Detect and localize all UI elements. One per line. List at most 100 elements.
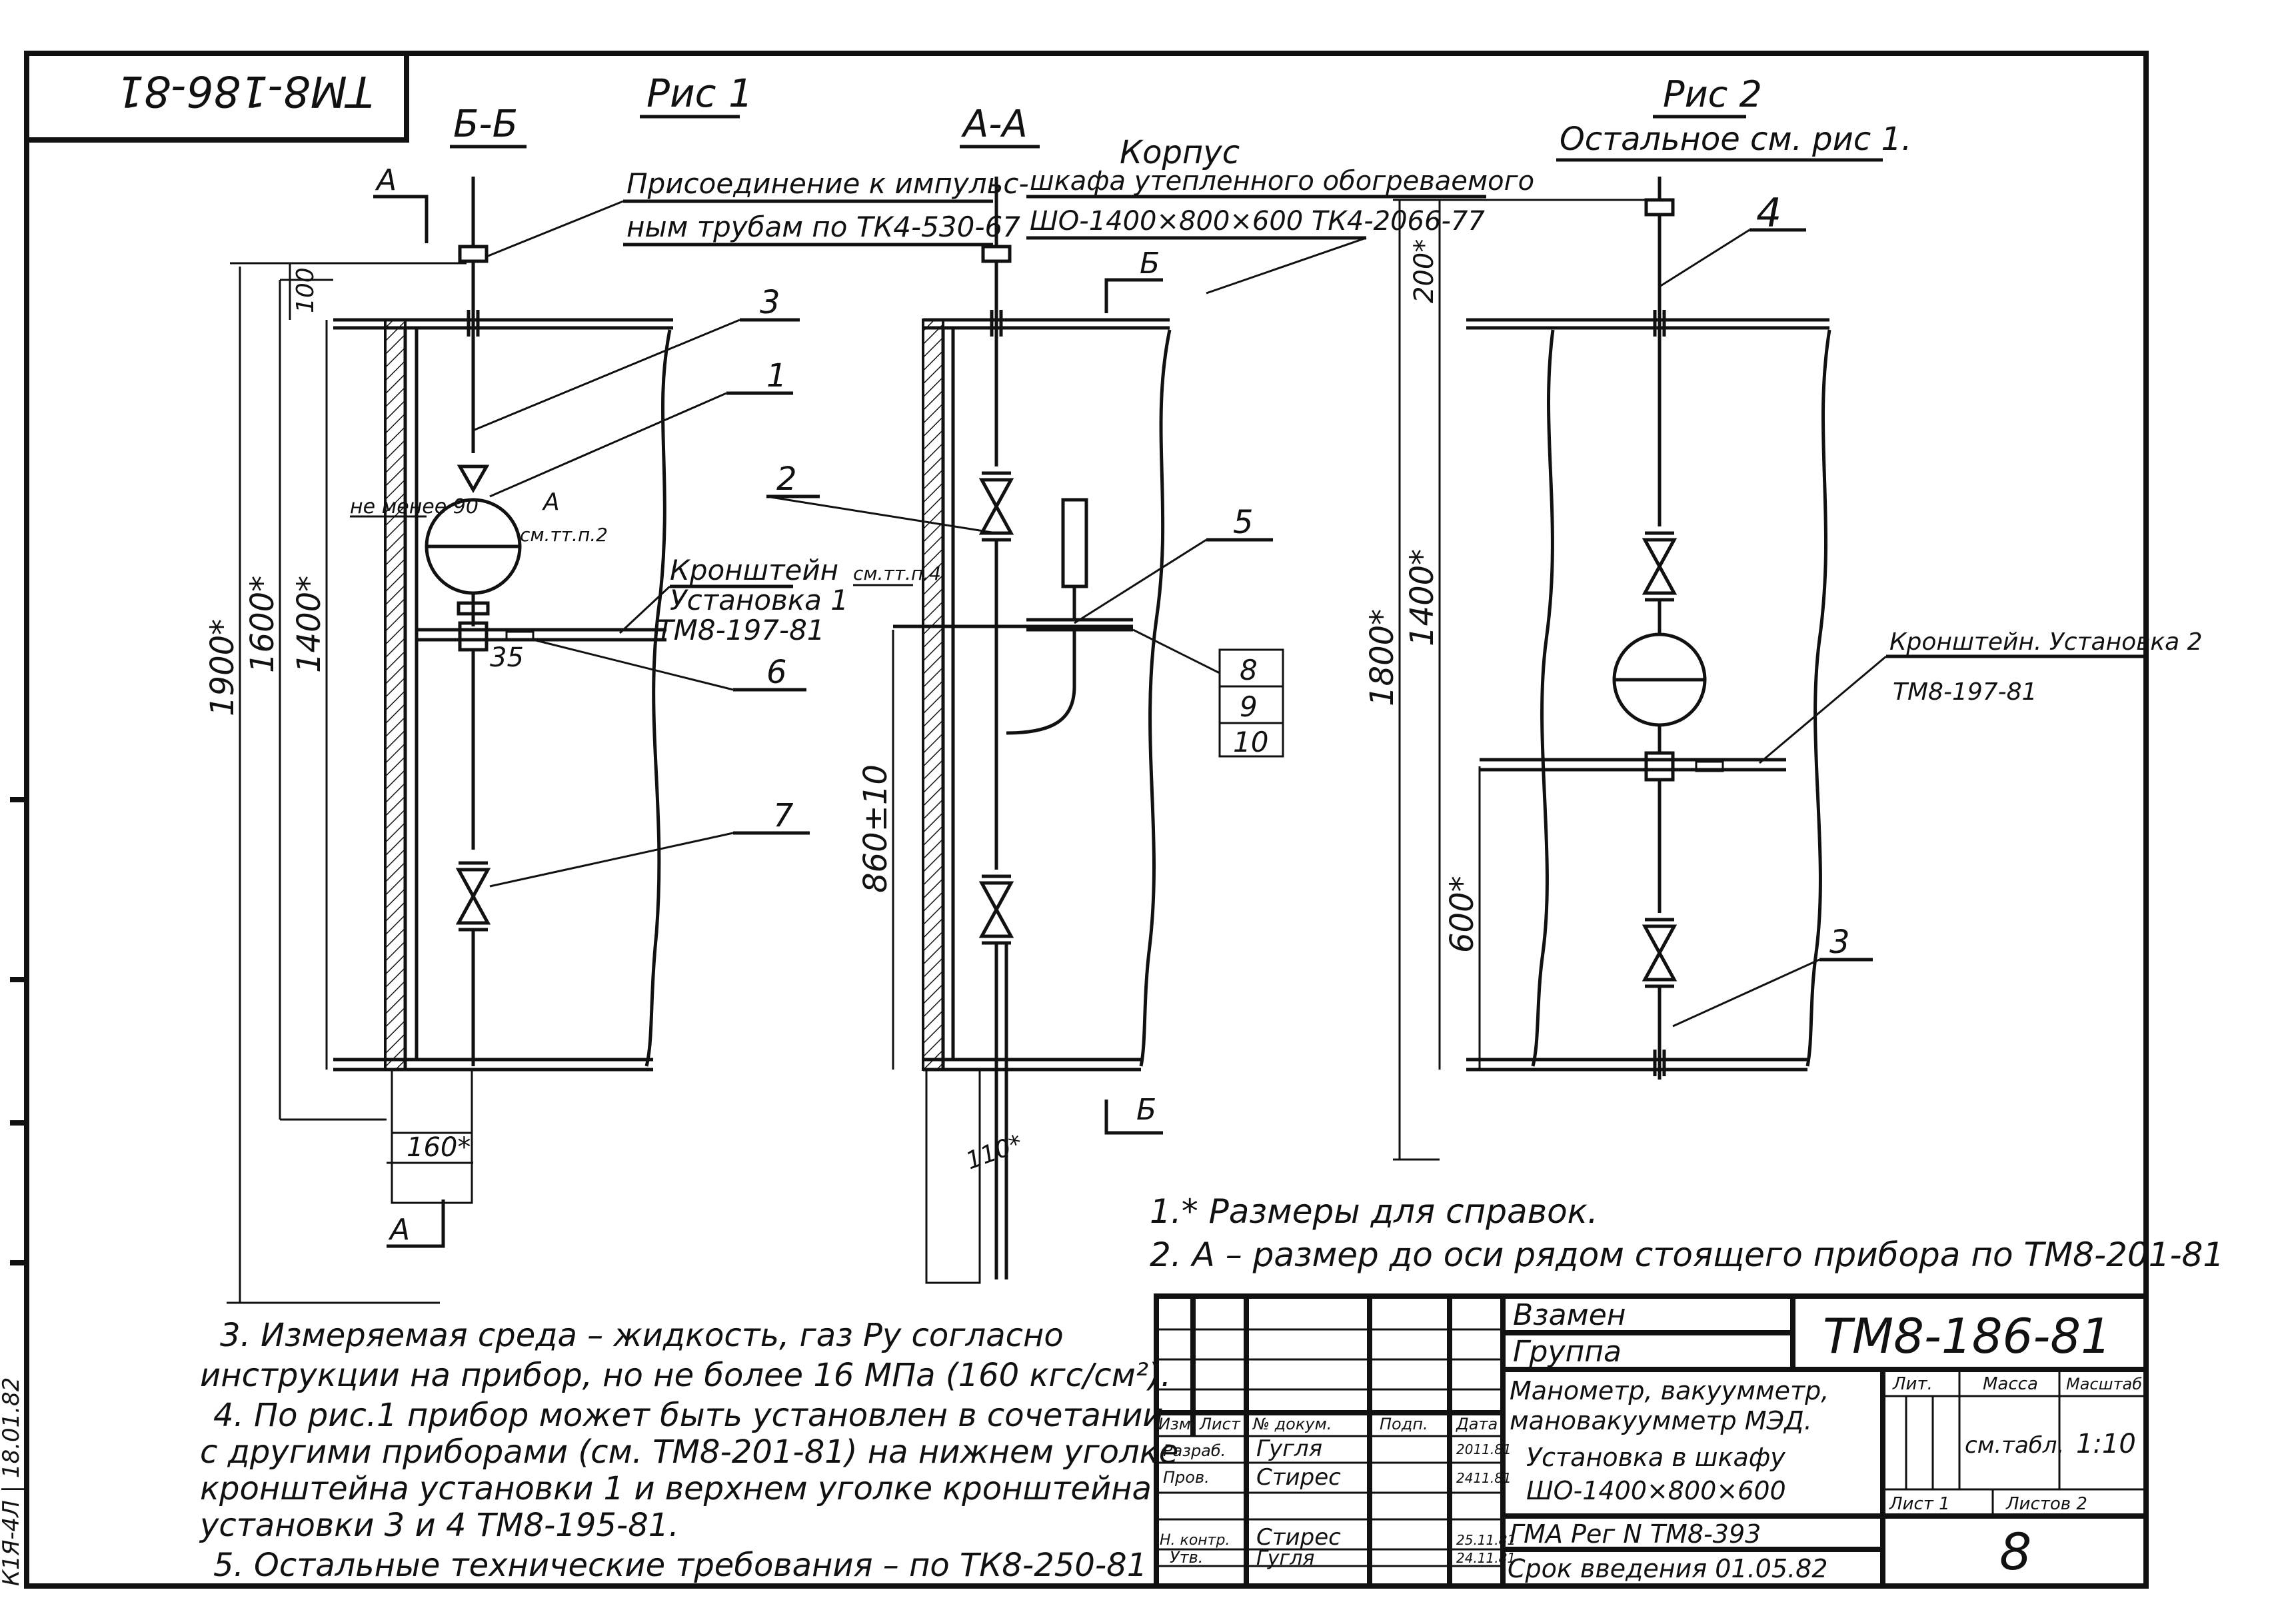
title-block: Изм Лист № докум. Подп. Дата Разраб. Про…: [1154, 1293, 2149, 1589]
col-list: Лист: [1199, 1415, 1241, 1433]
callout-9: 9: [1240, 690, 1258, 723]
callout-8: 8: [1240, 654, 1258, 686]
col-ndoc: № докум.: [1252, 1415, 1332, 1433]
tb-list: Лист 1: [1889, 1494, 1950, 1514]
fig1-title: Рис 1: [646, 71, 753, 116]
fig2: Рис 2 Остальное см. рис 1. Кронште: [1364, 73, 2203, 1161]
cut-b-bottom: Б: [1136, 1093, 1156, 1127]
dim-160: 160*: [407, 1132, 471, 1163]
gauge-side-fig1: [1061, 498, 1088, 588]
callout-5: 5: [1233, 504, 1254, 541]
fig2-bracket-1: Кронштейн. Установка 2: [1889, 628, 2203, 656]
note-4-4: установки 3 и 4 ТМ8-195-81.: [199, 1507, 679, 1544]
tb-lit: Лит.: [1892, 1374, 1933, 1394]
dim-200: 200*: [1409, 239, 1440, 303]
tb-name-4: ШО-1400×800×600: [1526, 1476, 1786, 1505]
note-4-3: кронштейна установки 1 и верхнем уголке …: [200, 1470, 1152, 1507]
dim-600: 600*: [1444, 876, 1481, 953]
col-izm: Изм: [1158, 1415, 1191, 1433]
col-data: Дата: [1456, 1415, 1498, 1433]
tb-sheet-no: 8: [1999, 1522, 2031, 1581]
a-dim-label: А: [542, 488, 560, 516]
bracket-label-1: Кронштейн: [670, 554, 838, 586]
cut-b-top: Б: [1140, 247, 1160, 281]
stamp-code: ТМ8-186-81: [117, 66, 373, 115]
fig1-section-bb: Рис 1 Б-Б А А: [204, 71, 1029, 1304]
fig1-dimensions: 1900* 1600* 1400* 100 35 160*: [204, 262, 524, 1304]
row-nkontr: Н. контр.: [1160, 1532, 1230, 1549]
tb-listov: Листов 2: [2005, 1494, 2087, 1514]
connection-note-1: Присоединение к импульс-: [626, 167, 1029, 200]
row-utv: Утв.: [1170, 1548, 1203, 1567]
side-stamp: К1Я-4Л | 18.01.82: [0, 1377, 25, 1586]
a-dim-ref: см.тт.п.2: [520, 524, 608, 546]
note-1: 1.* Размеры для справок.: [1150, 1192, 1598, 1231]
note-3-1: 3. Измеряемая среда – жидкость, газ Pу с…: [220, 1317, 1064, 1354]
note-5: 5. Остальные технические требования – по…: [213, 1547, 1147, 1584]
tb-scale-val: 1:10: [2076, 1429, 2136, 1459]
name-nkontr: Стирес: [1256, 1524, 1341, 1551]
housing-label-3: ШО-1400×800×600 ТК4-2066-77: [1030, 206, 1485, 237]
tb-srok: Срок введения 01.05.82: [1508, 1554, 1827, 1583]
left-margin-ticks: [10, 797, 27, 1265]
dim-1600: 1600*: [244, 576, 281, 673]
callout-6: 6: [766, 654, 787, 691]
callout-7: 7: [773, 797, 794, 834]
stamp-box: ТМ8-186-81: [24, 51, 409, 143]
callout-3: 3: [760, 284, 780, 321]
vzamen: Взамен: [1513, 1298, 1626, 1332]
dim-1800: 1800*: [1364, 609, 1401, 706]
note-2: 2. А – размер до оси рядом стоящего приб…: [1150, 1235, 2224, 1274]
row-prov: Пров.: [1163, 1468, 1210, 1487]
tb-reg: ГМА Рег N ТМ8-393: [1510, 1519, 1761, 1549]
row-razrab: Разраб.: [1163, 1441, 1226, 1460]
dim-860: 860±10: [857, 764, 894, 893]
name-razrab: Гугля: [1256, 1435, 1322, 1462]
callout-1: 1: [766, 357, 787, 395]
fig2-bracket-2: ТМ8-197-81: [1893, 678, 2037, 706]
sm-ref-4: см.тт.п.4: [853, 562, 941, 584]
note-3-2: инструкции на прибор, но не более 16 МПа…: [200, 1357, 1171, 1394]
cut-a-top: А: [375, 163, 397, 197]
name-prov: Стирес: [1256, 1464, 1341, 1491]
not-less-90: не менее 90: [350, 495, 479, 518]
tb-name-2: мановакуумметр МЭД.: [1510, 1406, 1812, 1435]
bracket-label-2: Установка 1: [670, 584, 848, 616]
tb-massa-val: см.табл.: [1965, 1432, 2064, 1459]
cut-a-bottom: А: [388, 1213, 410, 1247]
date-prov: 2411.81: [1456, 1470, 1512, 1486]
callout-4: 4: [1756, 190, 1781, 237]
gruppa: Группа: [1513, 1335, 1622, 1369]
section-aa-label: А-А: [961, 103, 1028, 146]
housing-label-1: Корпус: [1120, 134, 1240, 171]
tb-masshtab: Масштаб: [2066, 1375, 2142, 1393]
dim-110: 110*: [962, 1130, 1026, 1175]
date-razrab: 2011.81: [1456, 1441, 1512, 1457]
dim-1400: 1400*: [291, 576, 328, 673]
housing-label-2: шкафа утепленного обогреваемого: [1030, 166, 1534, 197]
tb-code: ТМ8-186-81: [1823, 1308, 2111, 1364]
callout-10: 10: [1233, 726, 1268, 758]
note-4-1: 4. По рис.1 прибор может быть установлен…: [213, 1397, 1164, 1434]
fig2-subtitle: Остальное см. рис 1.: [1560, 121, 1911, 158]
tb-massa: Масса: [1983, 1374, 2038, 1394]
dim-1400b: 1400*: [1404, 549, 1441, 646]
col-podp: Подп.: [1380, 1415, 1428, 1433]
notes: 1.* Размеры для справок. 2. А – размер д…: [199, 1192, 2224, 1584]
callout-3b: 3: [1829, 924, 1850, 961]
tb-name-3: Установка в шкафу: [1526, 1443, 1785, 1472]
tb-name-1: Манометр, вакуумметр,: [1510, 1376, 1829, 1405]
date-nkontr: 25.11.81: [1456, 1532, 1516, 1548]
callout-2: 2: [776, 460, 797, 498]
bracket-label-3: ТМ8-197-81: [656, 614, 825, 646]
dim-1900: 1900*: [204, 619, 241, 716]
fig2-title: Рис 2: [1663, 73, 1762, 115]
fig1-callouts: 3 1 6 7: [474, 284, 810, 888]
cabinet-wall-bb: [384, 319, 407, 1071]
fig1-section-aa: А-А Корпус шкафа утепленного обогреваемо…: [766, 103, 1534, 1284]
dim-35: 35: [490, 642, 524, 673]
section-bb-label: Б-Б: [453, 103, 518, 146]
dim-100: 100: [292, 267, 319, 313]
note-4-2: с другими приборами (см. ТМ8-201-81) на …: [200, 1433, 1178, 1471]
